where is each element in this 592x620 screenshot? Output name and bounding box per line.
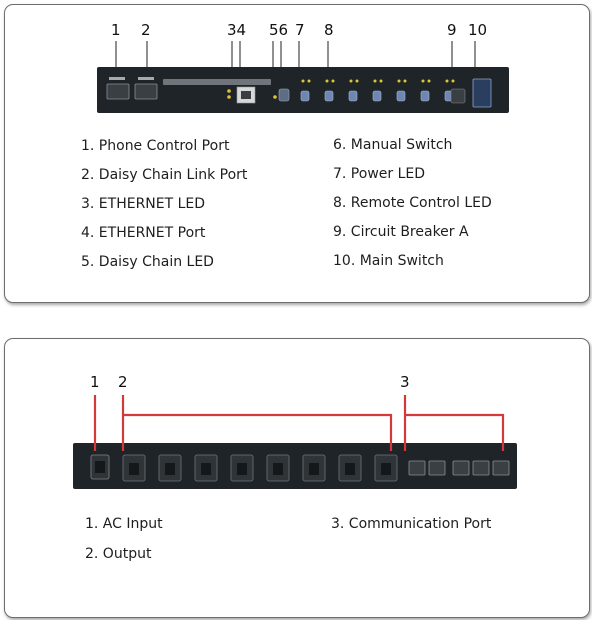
legend-front-9: 9. Circuit Breaker A xyxy=(333,224,469,240)
legend-front-4: 4. ETHERNET Port xyxy=(81,225,205,241)
legend-front-3: 3. ETHERNET LED xyxy=(81,196,205,212)
pdu-front-graphic xyxy=(97,67,509,113)
legend-front-8: 8. Remote Control LED xyxy=(333,195,492,211)
legend-front-1: 1. Phone Control Port xyxy=(81,138,229,154)
legend-front-10: 10. Main Switch xyxy=(333,253,444,269)
legend-front-2: 2. Daisy Chain Link Port xyxy=(81,167,247,183)
legend-front-6: 6. Manual Switch xyxy=(333,137,452,153)
legend-rear-3: 3. Communication Port xyxy=(331,516,491,532)
front-view-panel: 1 2 34 56 7 8 9 10 xyxy=(4,4,590,303)
legend-front-7: 7. Power LED xyxy=(333,166,425,182)
legend-rear-2: 2. Output xyxy=(85,546,151,562)
legend-rear-1: 1. AC Input xyxy=(85,516,163,532)
rear-callout-brackets xyxy=(5,339,589,499)
legend-front-5: 5. Daisy Chain LED xyxy=(81,254,214,270)
pdu-front-device xyxy=(97,67,509,113)
rear-view-panel: 1 2 3 xyxy=(4,338,590,618)
